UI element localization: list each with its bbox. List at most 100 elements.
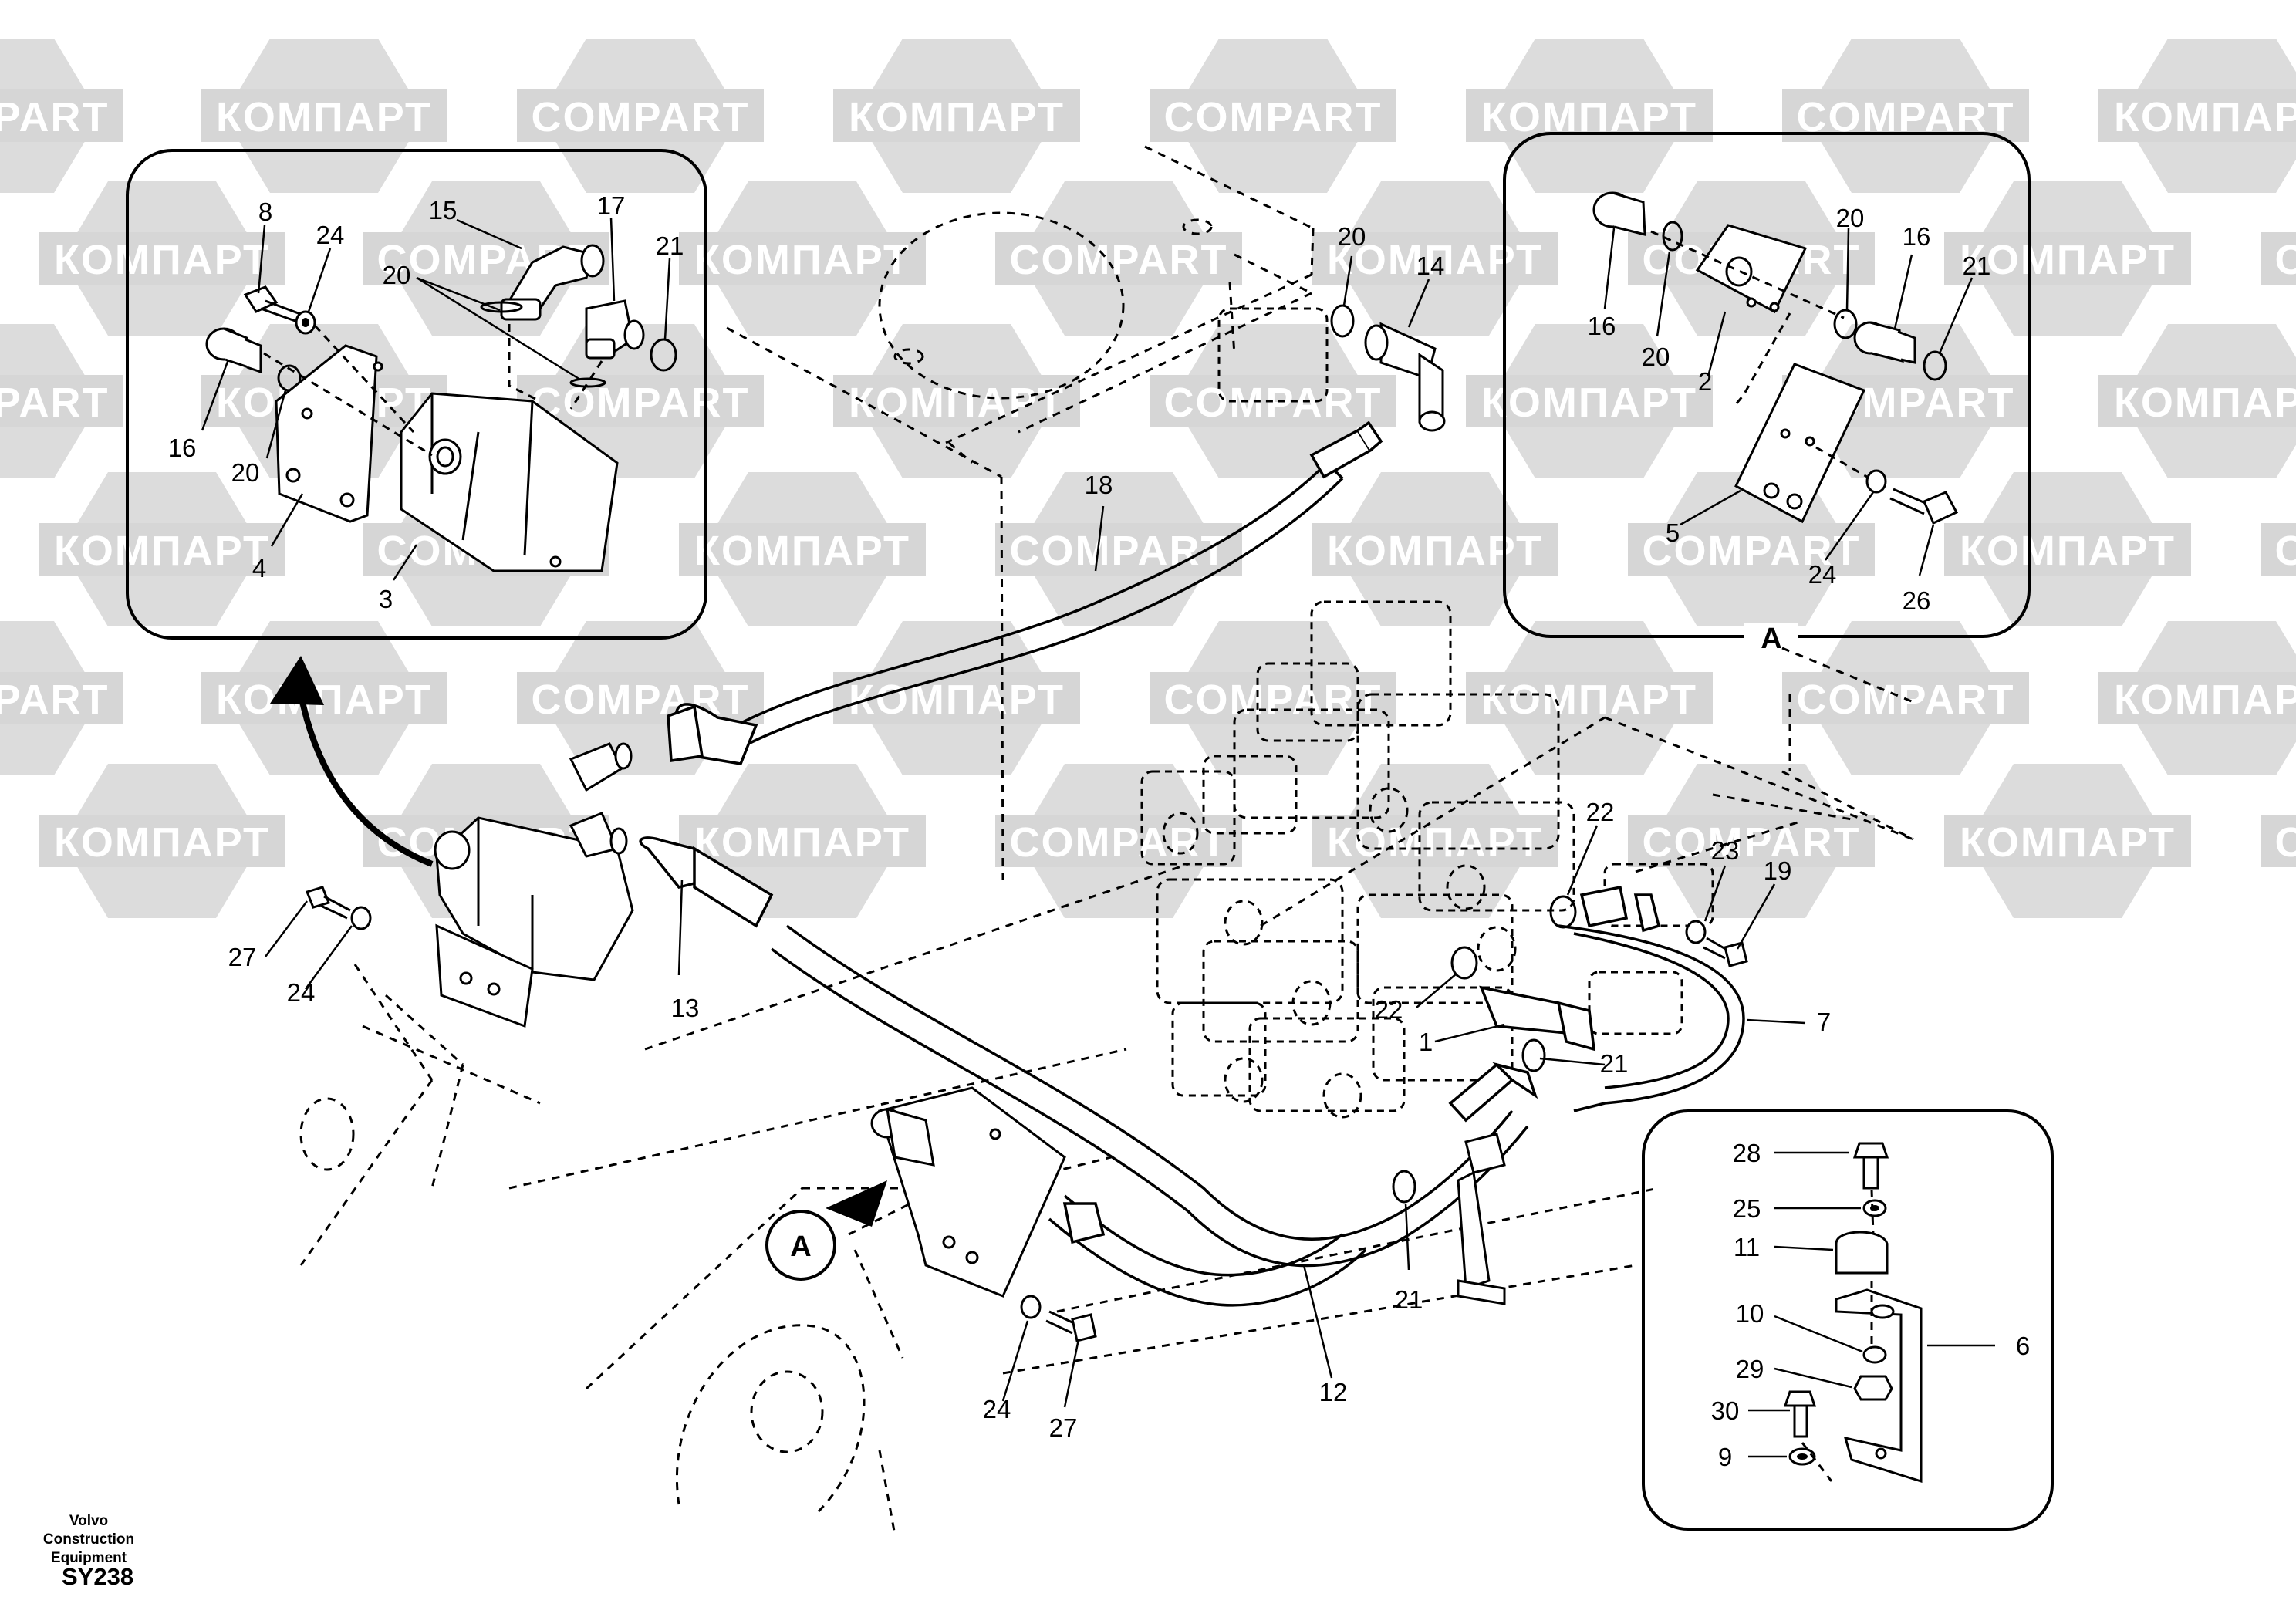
watermark-stamp: КОМПАРТ — [1944, 472, 2191, 626]
callout-main-27b: 27 — [1049, 1413, 1078, 1442]
watermark-stamp: COMPART — [517, 39, 764, 193]
elbow-15-icon — [500, 244, 605, 321]
watermark-text: COMPART — [2275, 237, 2296, 283]
right-detail-inset-a — [1503, 132, 2031, 651]
watermark-stamp: КОМПАРТ — [39, 472, 285, 626]
watermark-stamp: COMPART — [1150, 324, 1396, 478]
view-a-marker: A — [790, 1231, 811, 1263]
callout-left-17: 17 — [597, 191, 626, 220]
plug-16-a-icon — [1592, 191, 1646, 236]
callout-main-14: 14 — [1416, 252, 1445, 280]
callout-main-12: 12 — [1319, 1378, 1348, 1406]
callout-bracket-28: 28 — [1733, 1139, 1761, 1167]
view-a-pointer-icon — [826, 1180, 887, 1227]
elbow-14-icon — [1364, 322, 1446, 432]
callout-main-27a: 27 — [228, 943, 257, 971]
watermark-layer: COMPARTКОМПАРТCOMPARTКОМПАРТCOMPARTКОМПА… — [0, 39, 2296, 918]
hose-12-icon — [639, 836, 1538, 1307]
pump-body-3-icon — [400, 392, 619, 572]
watermark-text: COMPART — [2275, 819, 2296, 866]
left-detail-inset — [126, 149, 707, 640]
watermark-text: КОМПАРТ — [849, 677, 1065, 723]
plate-4-icon — [275, 344, 383, 523]
callout-main-21b: 21 — [1395, 1285, 1423, 1314]
plug-16-icon — [205, 327, 262, 374]
watermark-stamp: КОМПАРТ — [2098, 324, 2296, 478]
watermark-stamp: КОМПАРТ — [2098, 621, 2296, 775]
main-assembly: A — [265, 145, 1914, 1536]
callout-right-24: 24 — [1808, 560, 1837, 589]
callout-main-7: 7 — [1817, 1008, 1831, 1036]
watermark-stamp: КОМПАРТ — [1944, 764, 2191, 918]
watermark-text: COMPART — [1010, 819, 1228, 866]
callout-bracket-10: 10 — [1736, 1299, 1764, 1328]
watermark-text: КОМПАРТ — [1327, 528, 1543, 574]
manufacturer-line-2: Equipment — [50, 1550, 127, 1566]
bolt-28-icon — [1852, 1142, 1889, 1190]
watermark-text: КОМПАРТ — [1960, 528, 2176, 574]
watermark-stamp: COMPART — [0, 621, 123, 775]
bracket-detail-inset — [1642, 1109, 2054, 1531]
watermark-stamp: КОМПАРТ — [1466, 39, 1713, 193]
watermark-stamp: COMPART — [995, 181, 1242, 336]
watermark-text: КОМПАРТ — [849, 94, 1065, 140]
watermark-text: КОМПАРТ — [1327, 819, 1543, 866]
watermark-stamp: COMPART — [2261, 523, 2296, 576]
callout-main-13: 13 — [671, 994, 700, 1022]
watermark-text: КОМПАРТ — [216, 677, 432, 723]
watermark-text: КОМПАРТ — [694, 819, 910, 866]
watermark-text: COMPART — [1164, 677, 1383, 723]
watermark-stamp: COMPART — [1628, 764, 1875, 918]
callout-left-15: 15 — [429, 196, 458, 225]
hose-clamp-icon — [1457, 1133, 1506, 1305]
callout-main-22b: 22 — [1375, 995, 1403, 1024]
bolt-30-icon — [1783, 1390, 1817, 1438]
watermark-stamp: COMPART — [0, 39, 123, 193]
watermark-text: КОМПАРТ — [2114, 677, 2296, 723]
detail-a-title: A — [1761, 623, 1781, 655]
watermark-stamp: КОМПАРТ — [679, 472, 926, 626]
callout-main-1: 1 — [1419, 1028, 1433, 1056]
view-a-circle-icon — [765, 1210, 836, 1281]
watermark-stamp: КОМПАРТ — [201, 39, 447, 193]
watermark-text: COMPART — [2275, 528, 2296, 574]
o-ring-21-icon — [650, 338, 677, 372]
watermark-stamp: КОМПАРТ — [1312, 472, 1558, 626]
callout-bracket-6: 6 — [2016, 1332, 2030, 1360]
watermark-stamp: COMPART — [2261, 232, 2296, 285]
watermark-text: КОМПАРТ — [2114, 380, 2296, 426]
callout-bracket-29: 29 — [1736, 1355, 1764, 1383]
watermark-stamp: КОМПАРТ — [679, 181, 926, 336]
watermark-text: COMPART — [1010, 237, 1228, 283]
watermark-stamp: COMPART — [1150, 621, 1396, 775]
callout-left-24: 24 — [316, 221, 345, 249]
callout-main-20: 20 — [1338, 222, 1366, 251]
watermark-text: КОМПАРТ — [1481, 380, 1697, 426]
watermark-stamp: КОМПАРТ — [1312, 181, 1558, 336]
callout-right-5: 5 — [1666, 518, 1680, 547]
callout-left-21: 21 — [656, 231, 684, 260]
watermark-text: COMPART — [1643, 819, 1861, 866]
watermark-stamp: COMPART — [995, 472, 1242, 626]
callout-left-20a: 20 — [383, 261, 411, 289]
callout-bracket-9: 9 — [1718, 1443, 1732, 1471]
watermark-stamp: КОМПАРТ — [1944, 181, 2191, 336]
watermark-text: COMPART — [1164, 380, 1383, 426]
watermark-stamp: КОМПАРТ — [833, 324, 1080, 478]
callout-right-26: 26 — [1903, 586, 1931, 615]
callout-bracket-25: 25 — [1733, 1194, 1761, 1223]
callout-layer: 8 24 15 17 20 21 16 20 4 3 20 16 20 16 2… — [168, 191, 2031, 1471]
callout-main-18: 18 — [1085, 471, 1113, 499]
watermark-text: COMPART — [0, 94, 109, 140]
callout-right-2: 2 — [1698, 367, 1712, 396]
watermark-text: COMPART — [0, 380, 109, 426]
callout-bracket-11: 11 — [1734, 1233, 1760, 1261]
watermark-text: COMPART — [532, 380, 750, 426]
manufacturer-line-1: Volvo Construction — [42, 1513, 135, 1548]
watermark-stamp: КОМПАРТ — [201, 621, 447, 775]
callout-bracket-30: 30 — [1711, 1396, 1740, 1425]
plug-16-b-icon — [1853, 321, 1916, 364]
watermark-text: КОМПАРТ — [54, 237, 270, 283]
callout-right-16b: 16 — [1903, 222, 1931, 251]
